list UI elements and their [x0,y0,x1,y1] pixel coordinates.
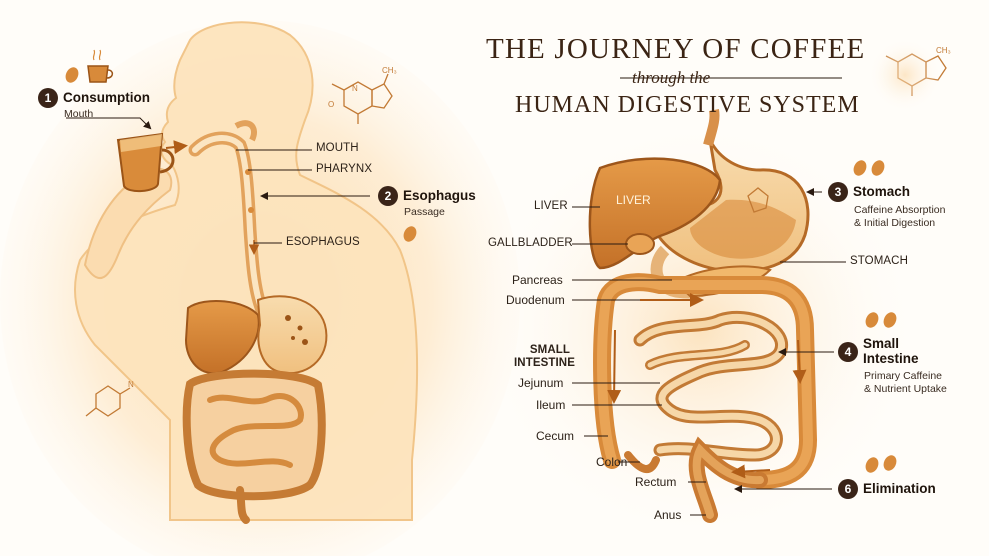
label-cecum: Cecum [536,429,575,443]
step-badge-2: 2 [378,186,398,206]
molecule-label-o: O [328,100,335,109]
label-liver: LIVER [534,200,568,212]
arrow-icon [165,140,188,155]
label-esophagus: ESOPHAGUS [286,236,360,248]
callout-esophagus-title: Esophagus [403,188,476,203]
molecule-label-n-left: N [128,380,134,389]
label-mouth: MOUTH [316,142,359,154]
left-organs [182,295,328,524]
label-stomach: STOMACH [850,255,908,267]
molecule-glow [867,37,943,113]
coffee-bean-icon [65,67,897,473]
callout-esophagus-subtitle: Passage [404,206,445,218]
molecule-label-ch3-right: CH₃ [936,46,951,55]
title-line-3: HUMAN DIGESTIVE SYSTEM [515,92,860,118]
callout-small-intestine-subtitle: Primary Caffeine & Nutrient Uptake [864,370,947,395]
right-leader-lines [572,77,846,516]
esophagus-tube [188,120,269,317]
callout-small-intestine-title: Small Intestine [863,336,919,366]
label-gallbladder: GALLBLADDER [488,237,573,249]
liver-organ-label: LIVER [616,193,651,207]
label-anus: Anus [654,508,682,522]
label-pharynx: PHARYNX [316,163,373,175]
label-colon: Colon [596,455,628,469]
callout-consumption-subtitle: Mouth [64,108,94,120]
step-badge-3: 3 [828,182,848,202]
title-line-1: THE JOURNEY OF COFFEE [486,33,866,65]
callout-consumption-title: Consumption [63,90,150,105]
molecule-label-n: N [352,84,358,93]
step-badge-6: 6 [838,479,858,499]
label-ileum: Ileum [536,398,566,412]
right-digestive-system [470,109,930,550]
label-duodenum: Duodenum [506,293,565,307]
callout-stomach-title: Stomach [853,184,911,199]
callout-stomach-subtitle: Caffeine Absorption & Initial Digestion [854,204,946,229]
title-line-2: through the [632,68,711,87]
coffee-cup-icon [116,132,175,192]
label-rectum: Rectum [635,475,677,489]
mini-cup-icon [87,49,114,83]
callout-elimination-title: Elimination [863,481,936,496]
label-pancreas: Pancreas [512,273,563,287]
left-leader-lines [66,117,370,244]
label-jejunum: Jejunum [518,376,564,390]
molecule-label-ch3: CH₃ [382,66,397,75]
label-small-intestine: SMALL INTESTINE [514,344,575,369]
step-badge-1: 1 [38,88,58,108]
step-badge-4: 4 [838,342,858,362]
